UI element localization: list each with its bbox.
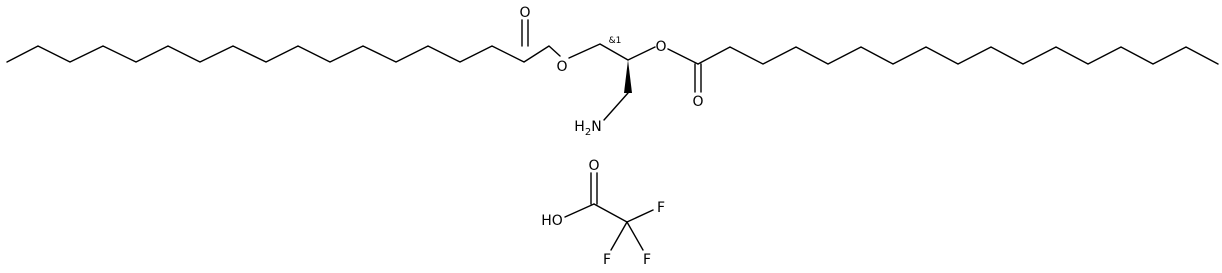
right-carbonyl-oxygen-label: O	[692, 94, 703, 110]
right-ester-oxygen-label: O	[655, 39, 666, 55]
amine-group-label: H2N	[574, 119, 601, 138]
tfa-hydroxyl-label: HO	[541, 213, 563, 229]
tfa-c-f1-bond	[626, 209, 654, 223]
tfa-c-f3-bond	[626, 221, 644, 251]
tfa-fluorine-1-label: F	[657, 200, 665, 216]
left-carbonyl-oxygen-label: O	[519, 5, 530, 21]
right-ester-bond	[667, 48, 699, 65]
glycerol-backbone-bonds	[568, 43, 656, 61]
left-ester-oxygen-label: O	[556, 59, 567, 75]
tfa-acid-oh-bond	[564, 203, 595, 218]
stereocenter-label: &1	[609, 36, 622, 46]
tfa-c-f2-bond	[610, 221, 628, 251]
left-alkyl-chain-bonds	[6, 45, 561, 63]
tfa-fluorine-2-label: F	[603, 252, 611, 268]
tfa-c-c-bond	[593, 203, 628, 223]
stereo-wedge-bond	[624, 60, 632, 93]
right-alkyl-chain-bonds	[697, 46, 1219, 65]
tfa-fluorine-3-label: F	[643, 252, 651, 268]
tfa-carbonyl-oxygen-label: O	[588, 158, 599, 174]
amine-carbon-bond	[603, 92, 629, 121]
